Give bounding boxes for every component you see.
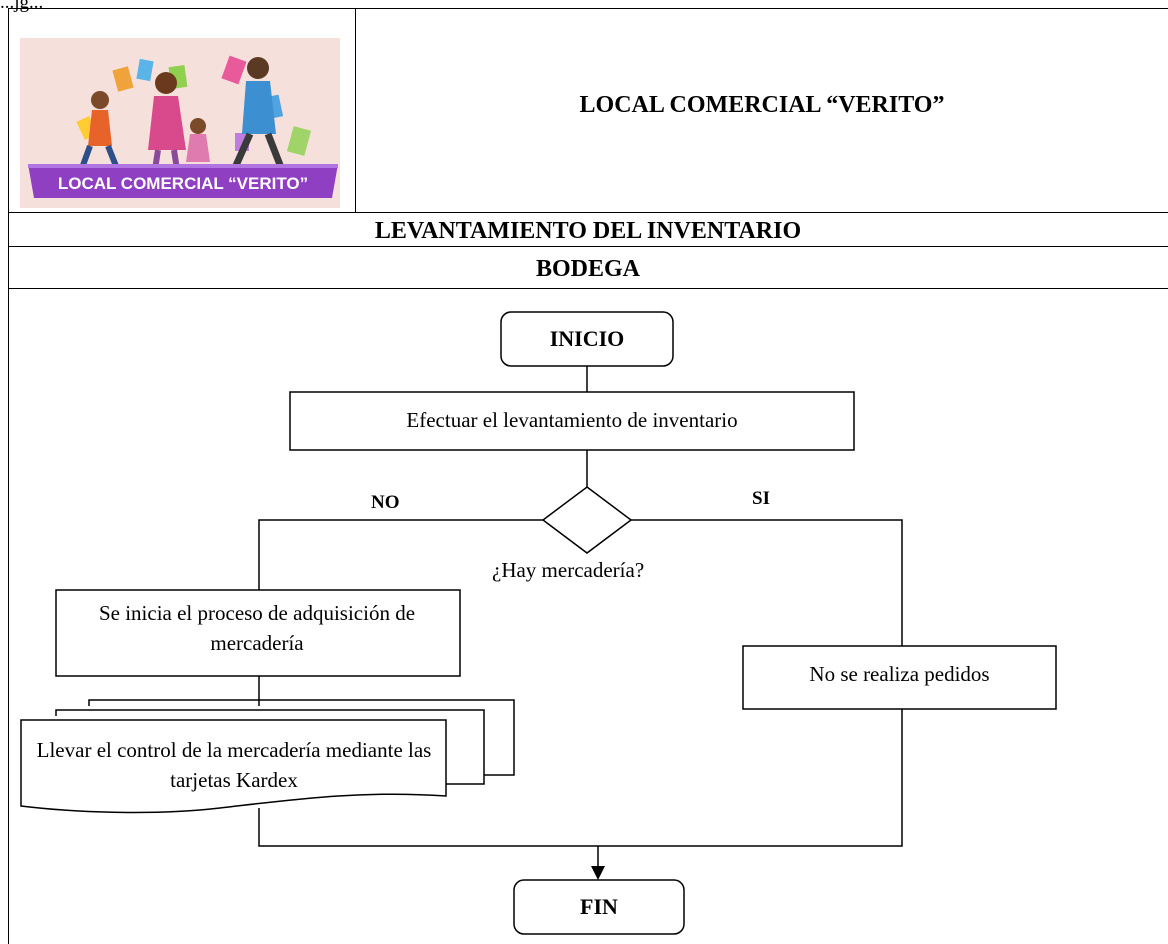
- no-step1-process: [55, 589, 461, 677]
- step1-process: [289, 391, 855, 451]
- company-logo: LOCAL COMERCIAL “VERITO”: [20, 38, 340, 208]
- arrowhead: [591, 866, 605, 880]
- multidoc-middle: [55, 709, 485, 785]
- start-label: INICIO: [549, 326, 625, 351]
- decision-diamond: [541, 486, 633, 554]
- header-divider: [8, 212, 1168, 213]
- end-label: FIN: [580, 894, 618, 919]
- no-step2-label: Llevar el control de la mercadería media…: [36, 738, 432, 792]
- yes-step-process: [742, 645, 1057, 710]
- section-title: LEVANTAMIENTO DEL INVENTARIO: [374, 218, 802, 244]
- multidoc-back: [88, 699, 515, 776]
- step1-label: Efectuar el levantamiento de inventario: [406, 408, 738, 432]
- multidoc-front: [20, 719, 447, 814]
- connector-no-merge: [258, 808, 587, 847]
- no-label: NO: [371, 492, 400, 513]
- logo-illustration: LOCAL COMERCIAL “VERITO”: [20, 38, 340, 208]
- yes-label: SI: [752, 488, 770, 509]
- yes-step-label: No se realiza pedidos: [809, 662, 990, 686]
- end-terminal: [513, 879, 685, 935]
- subtitle-divider: [8, 288, 1168, 289]
- top-cropped-text: ...jg...: [0, 0, 44, 13]
- header-column-divider: [355, 8, 356, 213]
- section-subtitle: BODEGA: [535, 256, 640, 282]
- document-frame: [8, 8, 1168, 944]
- company-title: LOCAL COMERCIAL “VERITO”: [579, 92, 945, 118]
- title-divider: [8, 246, 1168, 247]
- connector-no-branch: [258, 519, 543, 590]
- no-step1-label: Se inicia el proceso de adquisición de m…: [98, 601, 416, 655]
- decision-label: ¿Hay mercadería?: [492, 558, 645, 582]
- logo-text: LOCAL COMERCIAL “VERITO”: [58, 174, 308, 193]
